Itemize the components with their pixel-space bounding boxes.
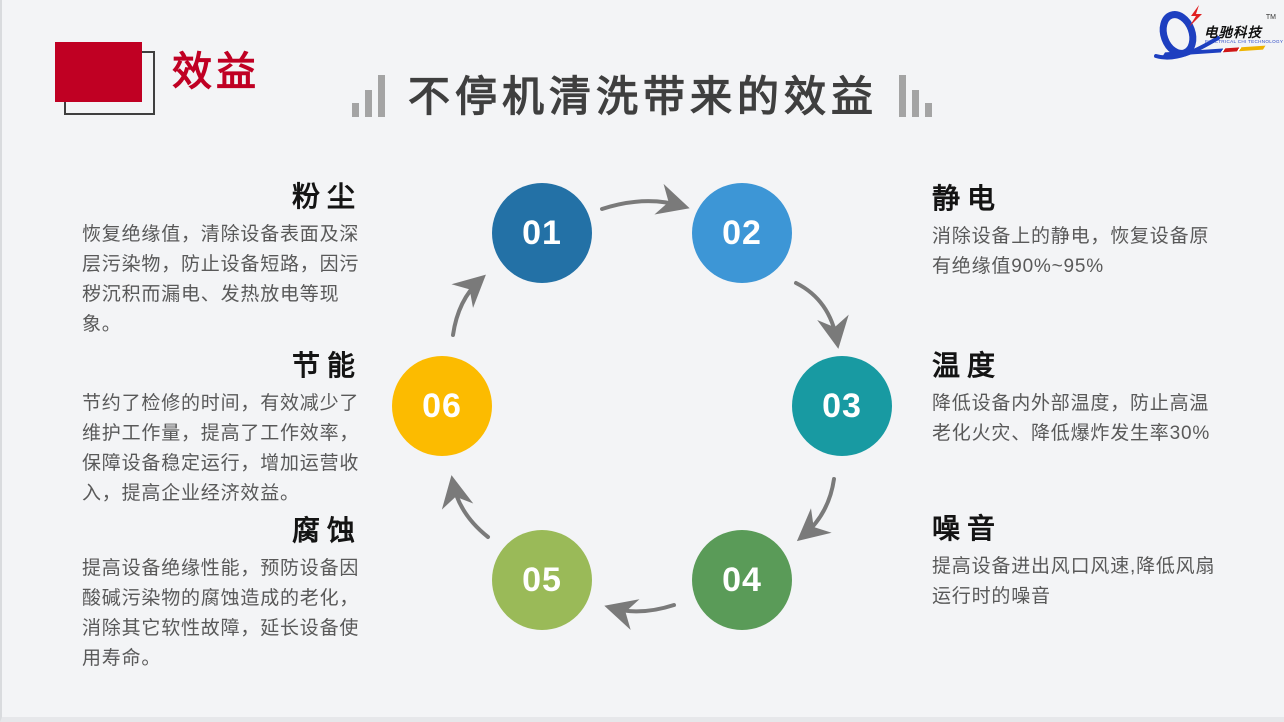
- cycle-step-06-number: 06: [422, 386, 462, 425]
- arrow-05-to-06: [441, 475, 490, 539]
- section-temperature-title: 温度: [932, 350, 1003, 381]
- section-corrosion-title: 腐蚀: [291, 515, 362, 546]
- page-title: 不停机清洗带来的效益: [407, 73, 878, 120]
- cycle-step-01: 01: [492, 183, 592, 283]
- logo-subtitle: ELECTRICAL CHI TECHNOLOGY: [1205, 39, 1284, 44]
- ascending-bars-icon: [352, 75, 385, 117]
- arrow-04-to-05: [604, 599, 676, 630]
- lightning-icon: [1189, 5, 1202, 27]
- section-temperature: 温度 降低设备内外部温度，防止高温老化火灾、降低爆炸发生率30%: [932, 349, 1228, 449]
- badge-red-box: [55, 42, 142, 102]
- cycle-step-04-number: 04: [722, 560, 762, 599]
- logo-company-name: 电驰科技: [1204, 25, 1262, 40]
- cycle-step-02-number: 02: [722, 213, 762, 252]
- cycle-step-01-number: 01: [522, 213, 562, 252]
- section-static: 静电 消除设备上的静电，恢复设备原有绝缘值90%~95%: [932, 182, 1228, 282]
- arrow-03-to-04: [796, 477, 836, 542]
- slide-section-label: 效益: [172, 50, 260, 94]
- cycle-step-02: 02: [692, 183, 792, 283]
- section-energy: 节能 节约了检修的时间，有效减少了维护工作量，提高了工作效率，保障设备稳定运行，…: [82, 349, 372, 509]
- cycle-step-03: 03: [792, 356, 892, 456]
- arrow-06-to-01: [451, 274, 486, 337]
- arrow-01-to-02: [600, 183, 690, 215]
- cycle-step-05-number: 05: [522, 560, 562, 599]
- section-energy-body: 节约了检修的时间，有效减少了维护工作量，提高了工作效率，保障设备稳定运行，增加运…: [82, 393, 360, 504]
- logo-trademark: TM: [1265, 14, 1276, 21]
- company-logo: 电驰科技 TM ELECTRICAL CHI TECHNOLOGY: [1150, 4, 1284, 62]
- arrow-02-to-03: [794, 281, 849, 349]
- section-noise-title: 噪音: [932, 513, 1003, 544]
- cycle-step-05: 05: [492, 530, 592, 630]
- section-static-body: 消除设备上的静电，恢复设备原有绝缘值90%~95%: [932, 226, 1210, 277]
- section-temperature-body: 降低设备内外部温度，防止高温老化火灾、降低爆炸发生率30%: [932, 393, 1211, 444]
- cycle-step-06: 06: [392, 356, 492, 456]
- section-static-title: 静电: [932, 183, 1003, 214]
- section-corrosion-body: 提高设备绝缘性能，预防设备因酸碱污染物的腐蚀造成的老化，消除其它软性故障，延长设…: [82, 558, 360, 669]
- section-corrosion: 腐蚀 提高设备绝缘性能，预防设备因酸碱污染物的腐蚀造成的老化，消除其它软性故障，…: [82, 514, 372, 674]
- cycle-step-03-number: 03: [822, 386, 862, 425]
- section-dust-title: 粉尘: [291, 181, 362, 212]
- section-noise: 噪音 提高设备进出风口风速,降低风扇运行时的噪音: [932, 512, 1228, 612]
- cycle-step-04: 04: [692, 530, 792, 630]
- section-energy-title: 节能: [291, 350, 362, 381]
- section-noise-body: 提高设备进出风口风速,降低风扇运行时的噪音: [932, 556, 1216, 607]
- descending-bars-icon: [899, 75, 932, 117]
- section-dust: 粉尘 恢复绝缘值，清除设备表面及深层污染物，防止设备短路，因污秽沉积而漏电、发热…: [82, 180, 372, 340]
- section-dust-body: 恢复绝缘值，清除设备表面及深层污染物，防止设备短路，因污秽沉积而漏电、发热放电等…: [82, 224, 360, 335]
